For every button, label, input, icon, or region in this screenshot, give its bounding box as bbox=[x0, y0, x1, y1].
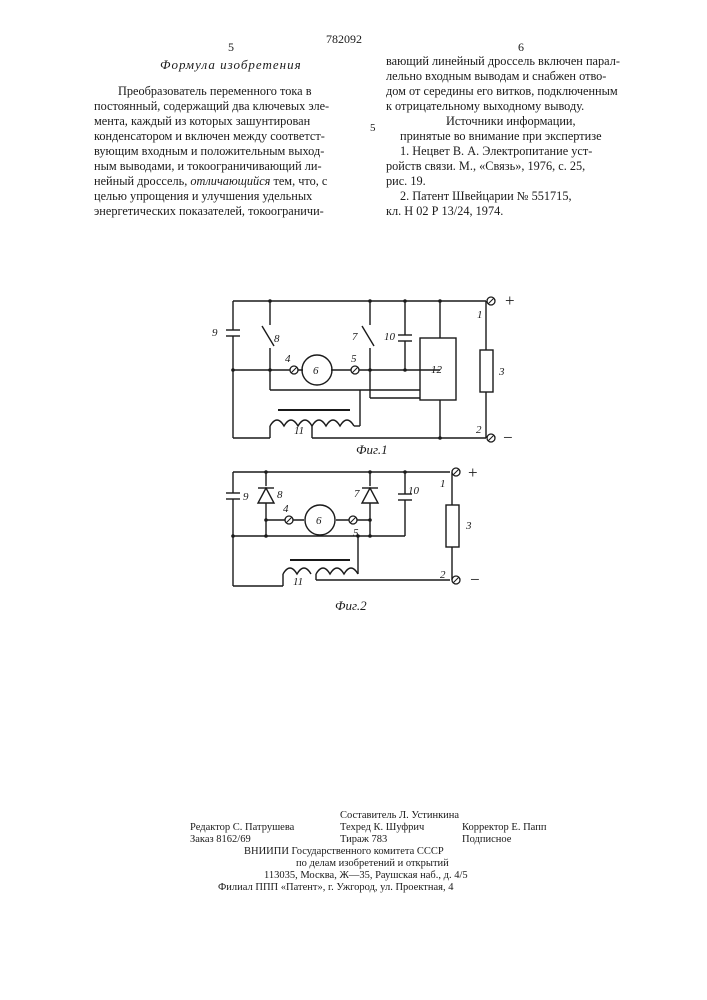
fig1-label-6: 6 bbox=[313, 365, 319, 377]
fig1-plus: + bbox=[505, 291, 515, 310]
fig2-label-5: 5 bbox=[353, 527, 359, 539]
fig2-label-9: 9 bbox=[243, 491, 249, 503]
fig2-label-6: 6 bbox=[316, 515, 322, 527]
figure-2-circuit: 9 8 4 6 7 5 10 1 3 2 11 + − Фиг.2 bbox=[0, 455, 707, 635]
fig2-label-11: 11 bbox=[293, 576, 303, 588]
fig2-label-7: 7 bbox=[354, 488, 360, 500]
fig1-label-9: 9 bbox=[212, 327, 218, 339]
fig1-label-10: 10 bbox=[384, 331, 396, 343]
organization: ВНИИПИ Государственного комитета СССР bbox=[244, 846, 444, 858]
compiler: Составитель Л. Устинкина bbox=[340, 810, 459, 822]
fig1-minus: − bbox=[503, 428, 513, 447]
organization-dept: по делам изобретений и открытий bbox=[296, 858, 449, 870]
address: 113035, Москва, Ж—35, Раушская наб., д. … bbox=[264, 870, 468, 882]
fig2-label-2: 2 bbox=[440, 569, 446, 581]
fig1-label-8: 8 bbox=[274, 333, 280, 345]
fig2-plus: + bbox=[468, 463, 478, 482]
fig1-label-11: 11 bbox=[294, 425, 304, 437]
fig2-label-3: 3 bbox=[465, 520, 472, 532]
fig2-minus: − bbox=[470, 570, 480, 589]
fig2-caption: Фиг.2 bbox=[335, 598, 367, 613]
fig1-label-12: 12 bbox=[431, 364, 443, 376]
corrector: Корректор Е. Папп bbox=[462, 822, 546, 834]
fig1-label-3: 3 bbox=[498, 366, 505, 378]
fig1-label-7: 7 bbox=[352, 331, 358, 343]
editor: Редактор С. Патрушева bbox=[190, 822, 294, 834]
fig2-label-8: 8 bbox=[277, 489, 283, 501]
branch: Филиал ППП «Патент», г. Ужгород, ул. Про… bbox=[218, 882, 453, 894]
circulation: Тираж 783 bbox=[340, 834, 387, 846]
tech-editor: Техред К. Шуфрич bbox=[340, 822, 424, 834]
fig1-label-1: 1 bbox=[477, 309, 483, 321]
fig1-label-2: 2 bbox=[476, 424, 482, 436]
order: Заказ 8162/69 bbox=[190, 834, 251, 846]
fig1-label-4: 4 bbox=[285, 353, 291, 365]
fig2-label-1: 1 bbox=[440, 478, 446, 490]
fig2-label-10: 10 bbox=[408, 485, 420, 497]
subscription: Подписное bbox=[462, 834, 511, 846]
fig1-label-5: 5 bbox=[351, 353, 357, 365]
fig2-label-4: 4 bbox=[283, 503, 289, 515]
figure-1-circuit: 9 8 4 6 5 7 10 12 1 3 2 11 + − Фиг.1 bbox=[0, 0, 707, 470]
